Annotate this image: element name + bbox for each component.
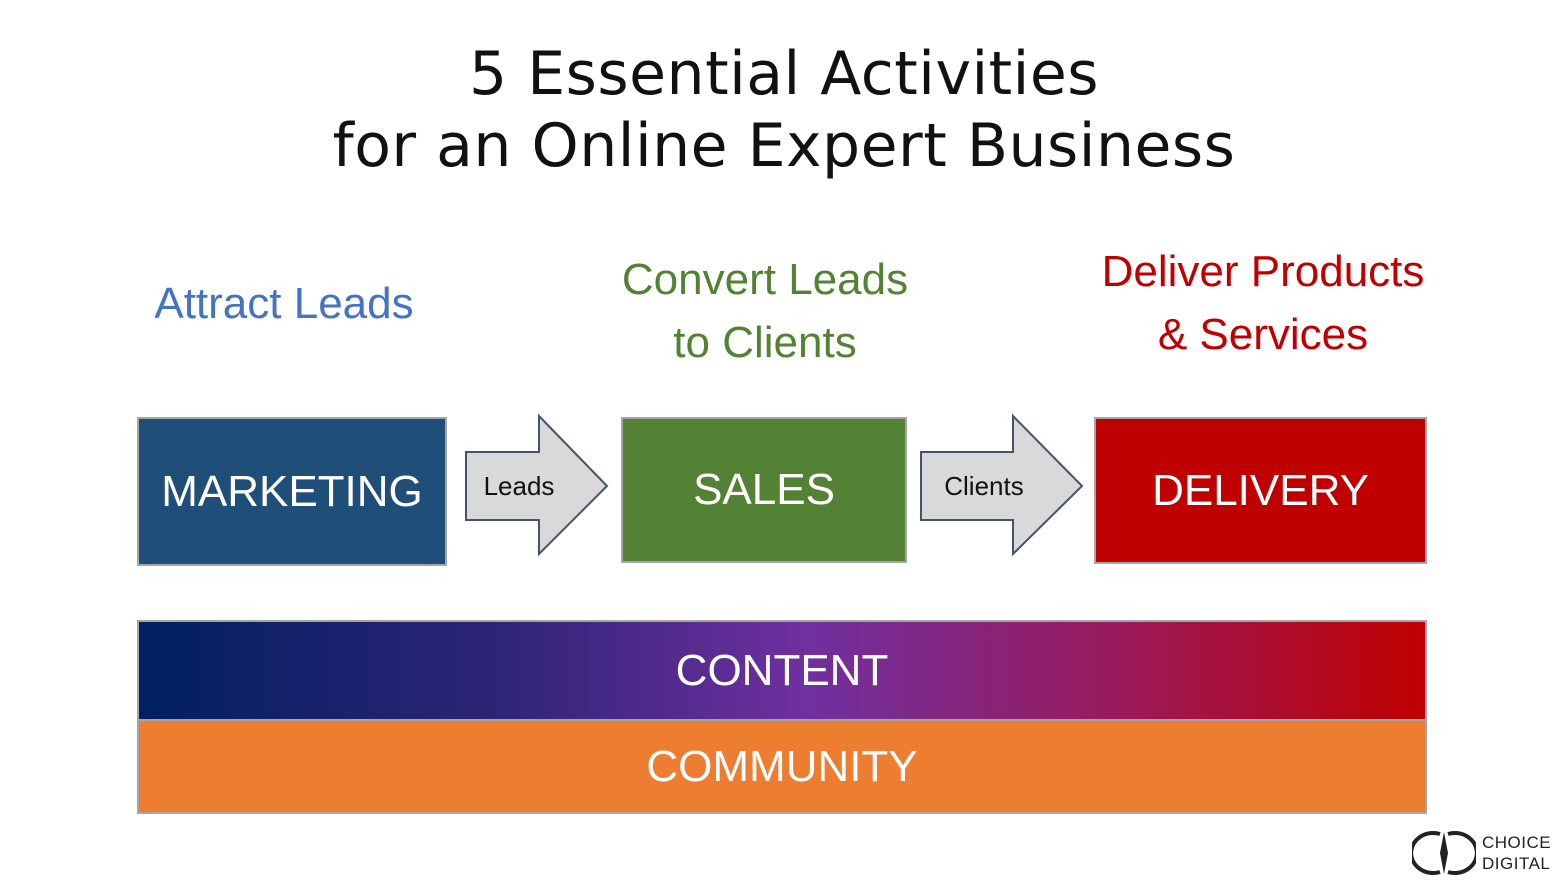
marketing-box: MARKETING bbox=[137, 417, 447, 566]
deliver-products-heading-line-1: Deliver Products bbox=[1101, 247, 1425, 296]
slide-title-line-2: for an Online Expert Business bbox=[332, 111, 1236, 181]
logo-line-1: CHOICE bbox=[1482, 833, 1552, 852]
slide-title-line-1: 5 Essential Activities bbox=[468, 39, 1100, 109]
choice-digital-logo-icon bbox=[1412, 831, 1476, 875]
clients-arrow bbox=[920, 413, 1084, 557]
sales-label: SALES bbox=[693, 465, 835, 514]
choice-digital-logo: CHOICE DIGITAL bbox=[1412, 828, 1562, 878]
sales-box: SALES bbox=[621, 417, 907, 563]
choice-digital-logo-text: CHOICE DIGITAL bbox=[1482, 832, 1551, 874]
attract-leads-heading: Attract Leads bbox=[136, 272, 432, 335]
leads-arrow-shape bbox=[465, 413, 609, 557]
leads-arrow bbox=[465, 413, 609, 557]
attract-leads-heading-line-1: Attract Leads bbox=[154, 279, 414, 328]
community-label: COMMUNITY bbox=[646, 741, 918, 791]
slide-title: 5 Essential Activities for an Online Exp… bbox=[0, 38, 1568, 182]
content-label: CONTENT bbox=[675, 645, 889, 695]
convert-leads-heading: Convert Leads to Clients bbox=[600, 248, 930, 374]
delivery-box: DELIVERY bbox=[1094, 417, 1427, 564]
convert-leads-heading-line-2: to Clients bbox=[673, 318, 857, 367]
logo-line-2: DIGITAL bbox=[1482, 854, 1551, 873]
convert-leads-heading-line-1: Convert Leads bbox=[621, 255, 909, 304]
marketing-label: MARKETING bbox=[161, 466, 423, 516]
deliver-products-heading: Deliver Products & Services bbox=[1080, 240, 1446, 366]
delivery-label: DELIVERY bbox=[1152, 465, 1369, 515]
content-bar: CONTENT bbox=[137, 620, 1427, 721]
clients-arrow-label: Clients bbox=[944, 471, 1024, 501]
deliver-products-heading-line-2: & Services bbox=[1157, 310, 1369, 359]
clients-arrow-shape bbox=[920, 413, 1084, 557]
leads-arrow-label: Leads bbox=[483, 471, 555, 501]
community-bar: COMMUNITY bbox=[137, 721, 1427, 814]
